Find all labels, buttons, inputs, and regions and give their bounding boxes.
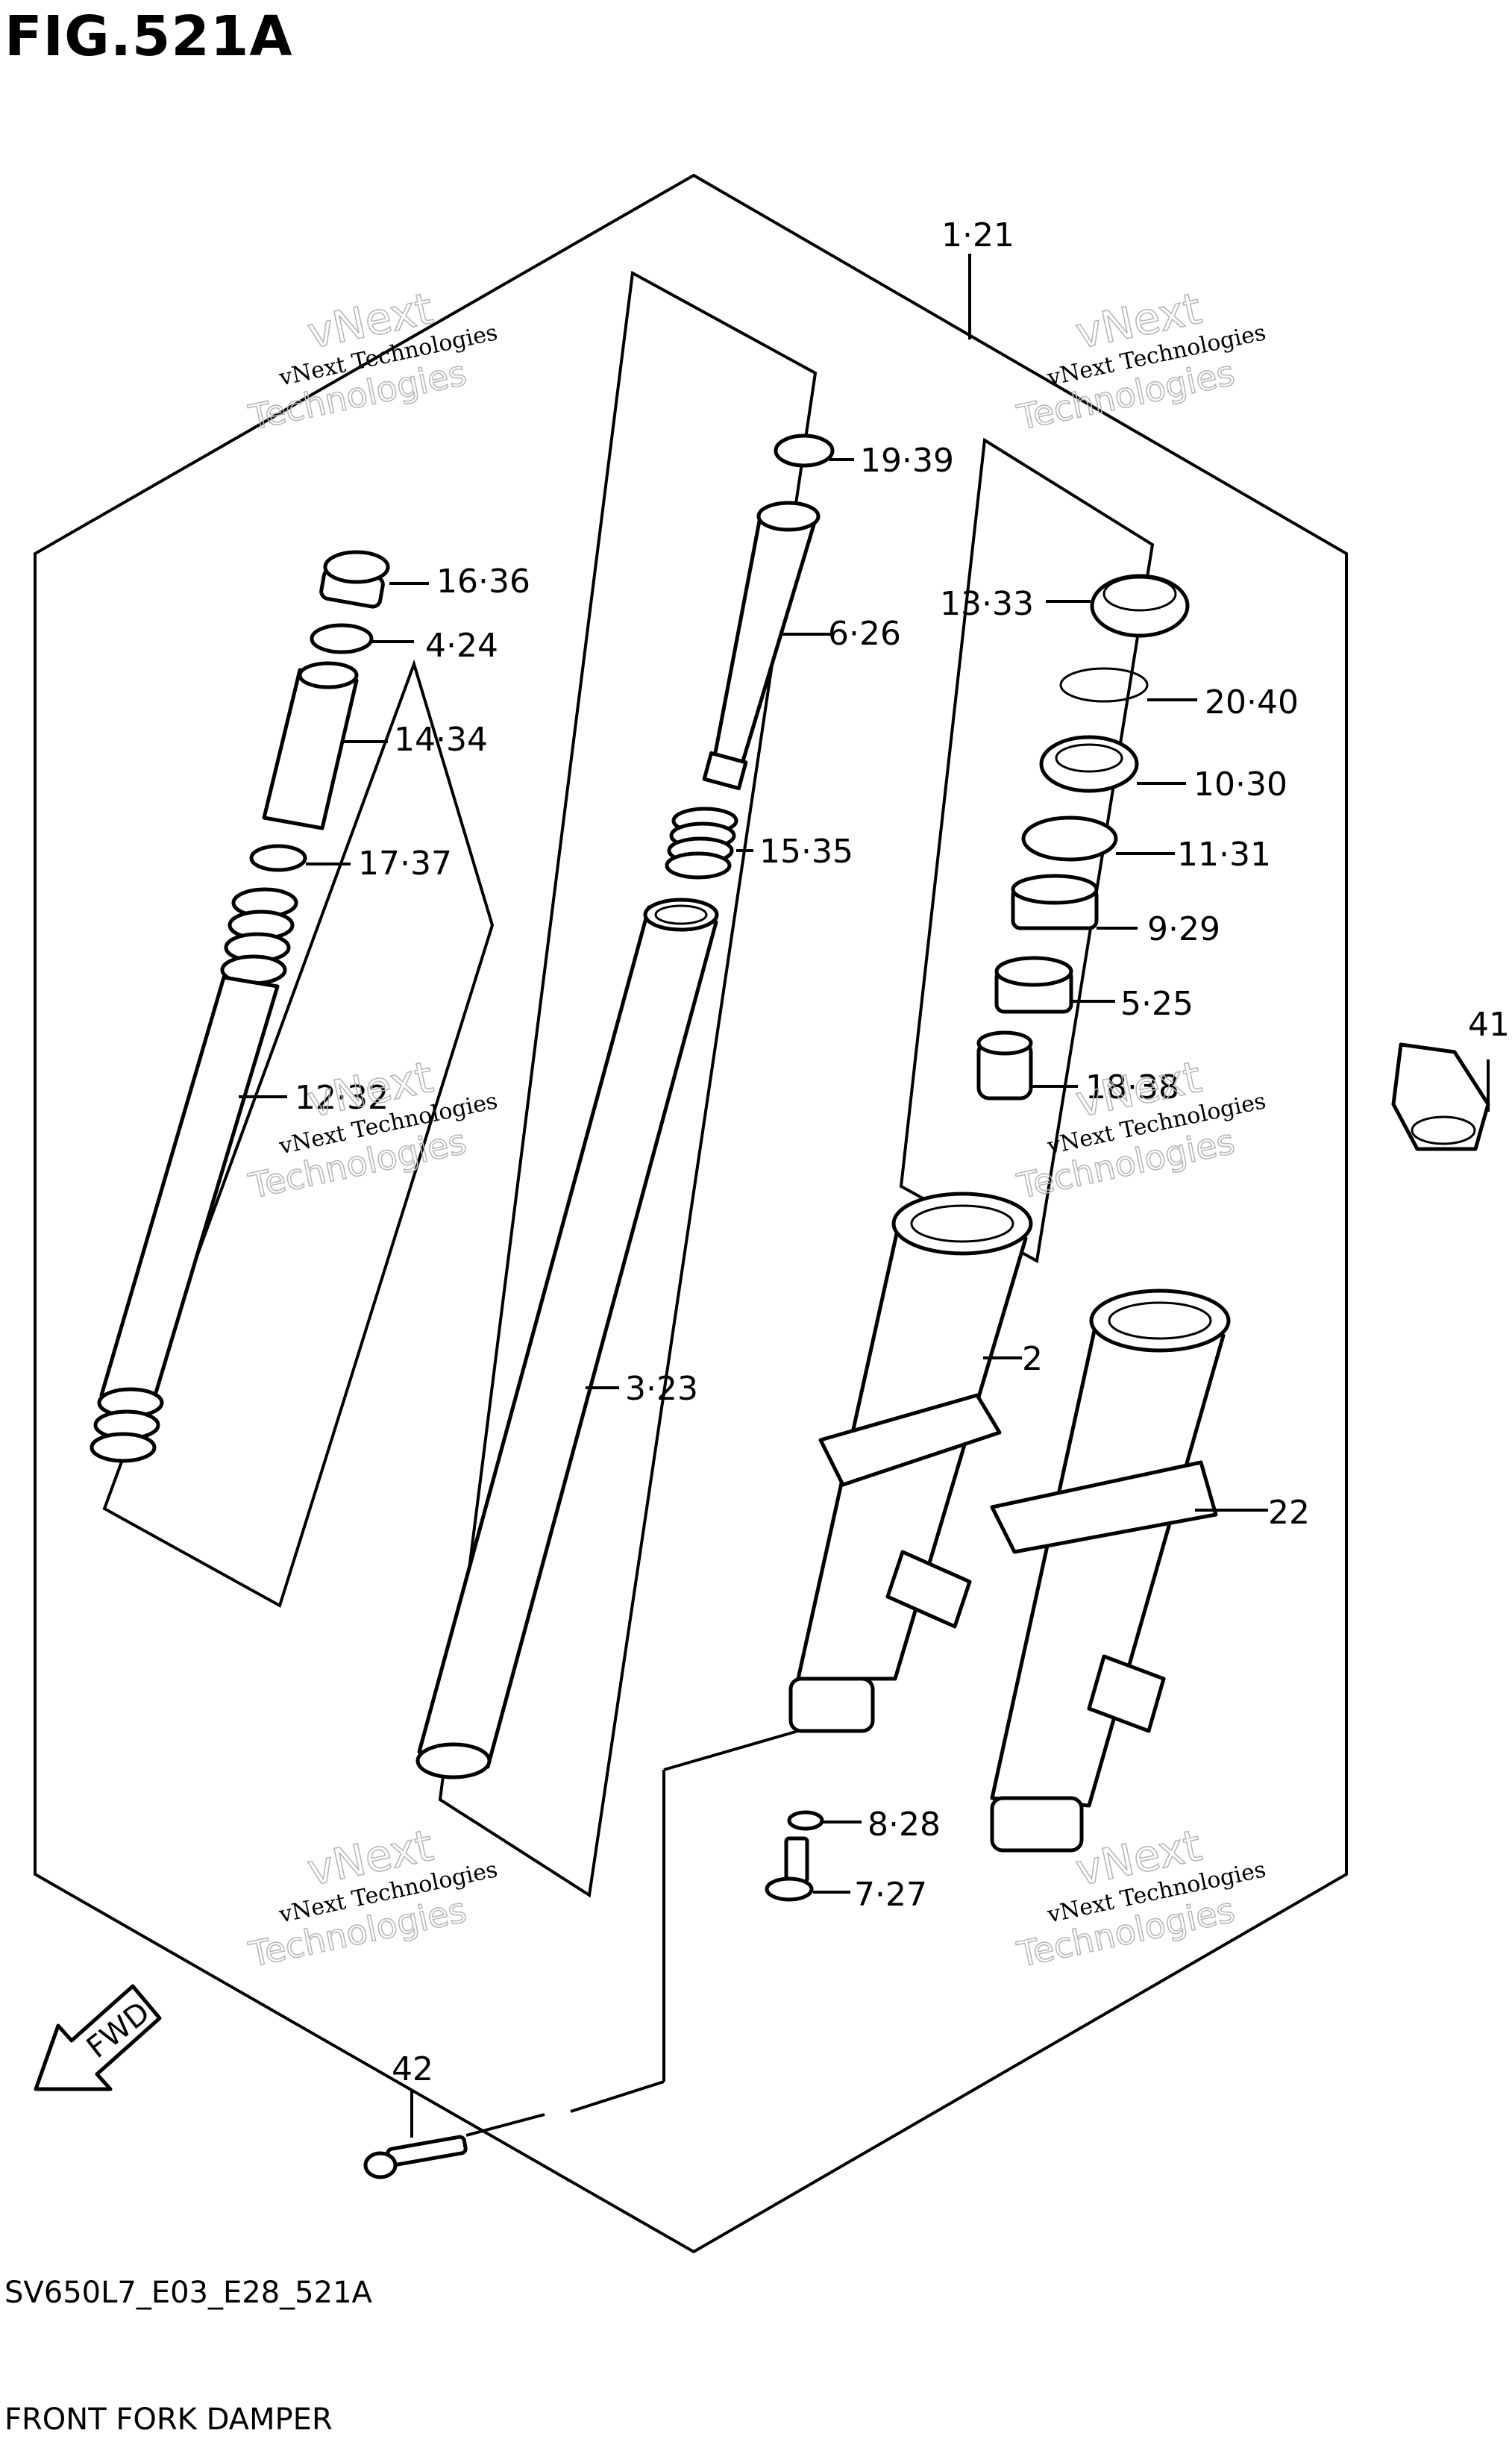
assembly-frame <box>34 173 1348 2254</box>
part-fork-cover <box>1391 1042 1490 1151</box>
callout-label: 10·30 <box>1193 766 1287 804</box>
callout-label: 18·38 <box>1085 1068 1179 1106</box>
diagram-caption: FRONT FORK DAMPER <box>4 2402 333 2437</box>
callout-label: 2 <box>1022 1340 1043 1378</box>
callout-label: 11·31 <box>1177 836 1271 874</box>
part-spacer <box>262 661 359 830</box>
diagram-code: SV650L7_E03_E28_521A <box>4 2276 372 2310</box>
watermark: vNext Technologies vNext Technologies <box>245 1819 500 1975</box>
callout-label: 5·25 <box>1120 985 1193 1023</box>
part-slide-bushing <box>994 956 1073 1014</box>
part-damper-rod <box>702 501 821 791</box>
part-damper-bolt <box>765 1836 814 1902</box>
seal-frame <box>899 437 1155 1264</box>
callout-label: 15·35 <box>759 833 853 871</box>
part-outer-tube-left <box>788 1192 1033 1733</box>
callout-label: 7·27 <box>854 1876 927 1914</box>
part-dust-seal <box>1090 574 1190 638</box>
callout-label: 6·26 <box>828 615 901 653</box>
callout-label: 42 <box>392 2050 433 2088</box>
cartridge-frame <box>438 270 818 1898</box>
callout-label: 16·36 <box>436 563 530 601</box>
callout-label: 8·28 <box>868 1806 941 1844</box>
callout-label: 9·29 <box>1147 910 1220 948</box>
part-oil-seal <box>1039 735 1139 793</box>
part-o-ring <box>310 623 374 654</box>
figure-title: FIG.521A <box>4 4 293 69</box>
part-guide-bushing <box>1011 874 1099 930</box>
part-rebound-spring <box>665 807 738 880</box>
part-gasket <box>787 1810 824 1831</box>
callout-label: 3·23 <box>625 1370 698 1408</box>
watermark: vNext Technologies vNext Technologies <box>245 282 500 438</box>
spring-frame <box>102 659 495 1608</box>
callout-label: 20·40 <box>1205 683 1299 721</box>
part-washer <box>249 844 307 872</box>
callout-label: 4·24 <box>425 627 498 665</box>
callout-label: 14·34 <box>394 721 488 759</box>
watermark: vNext Technologies vNext Technologies <box>1013 282 1268 438</box>
watermark: vNext Technologies vNext Technologies <box>245 1051 500 1206</box>
fwd-arrow: FWD <box>34 1984 162 2091</box>
part-stopper-ring <box>1059 667 1149 703</box>
callout-label: 12·32 <box>295 1079 389 1117</box>
part-outer-tube-right <box>990 1289 1231 1853</box>
callout-label: 13·33 <box>940 585 1034 623</box>
callout-label: 1·21 <box>941 216 1014 254</box>
watermark: vNext Technologies vNext Technologies <box>1013 1051 1268 1206</box>
part-oil-lock-piece <box>976 1030 1033 1101</box>
part-axle-pinch-bolt <box>363 2135 468 2179</box>
part-seal-washer <box>1021 815 1118 862</box>
part-cap-bolt <box>319 550 390 609</box>
part-fork-spring <box>90 887 298 1463</box>
callout-label: 17·37 <box>358 845 452 883</box>
part-inner-tube <box>415 898 719 1779</box>
part-snap-ring <box>774 433 835 468</box>
leader-lines <box>239 254 1490 2138</box>
callout-label: 22 <box>1268 1494 1310 1532</box>
callout-label: 19·39 <box>860 442 954 480</box>
callout-label: 41 <box>1468 1006 1510 1044</box>
